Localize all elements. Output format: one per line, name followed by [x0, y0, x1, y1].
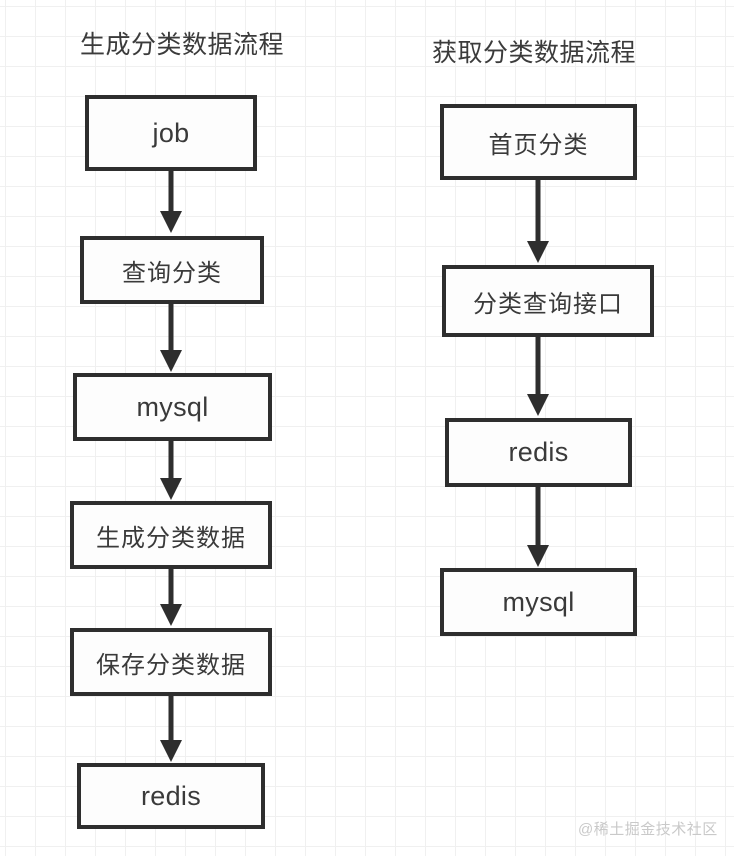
watermark: @稀土掘金技术社区 [578, 821, 718, 838]
node-label: redis [508, 437, 569, 467]
arrow-mysql-to-generate [160, 441, 182, 500]
node-mysql-left[interactable]: mysql [73, 373, 272, 441]
arrow-homepage-to-interface [527, 180, 549, 263]
node-label: 查询分类 [122, 259, 222, 287]
node-redis-left[interactable]: redis [77, 763, 265, 829]
arrow-generate-to-save [160, 569, 182, 626]
node-redis-right[interactable]: redis [445, 418, 632, 487]
node-label: 保存分类数据 [96, 651, 246, 679]
node-label: redis [140, 780, 202, 811]
node-label: 分类查询接口 [473, 290, 623, 318]
node-job[interactable]: job [85, 95, 257, 171]
arrow-query-to-mysql [160, 304, 182, 372]
node-query-category[interactable]: 查询分类 [80, 236, 264, 304]
column-title-generate-flow: 生成分类数据流程 [80, 31, 285, 59]
node-mysql-right[interactable]: mysql [440, 568, 637, 636]
arrow-redis-to-mysql [527, 487, 549, 567]
arrow-save-to-redis [160, 696, 182, 762]
node-label: 首页分类 [488, 131, 589, 159]
arrow-interface-to-redis [527, 337, 549, 416]
node-label: mysql [136, 391, 209, 422]
node-label: 生成分类数据 [96, 524, 246, 552]
node-homepage-category[interactable]: 首页分类 [440, 104, 637, 180]
node-category-query-interface[interactable]: 分类查询接口 [442, 265, 654, 337]
node-save-category-data[interactable]: 保存分类数据 [70, 628, 272, 696]
column-title-fetch-flow: 获取分类数据流程 [432, 39, 637, 67]
node-label: job [152, 117, 190, 148]
arrow-job-to-query [160, 171, 182, 233]
node-label: mysql [502, 586, 575, 617]
node-generate-category-data[interactable]: 生成分类数据 [70, 501, 272, 569]
